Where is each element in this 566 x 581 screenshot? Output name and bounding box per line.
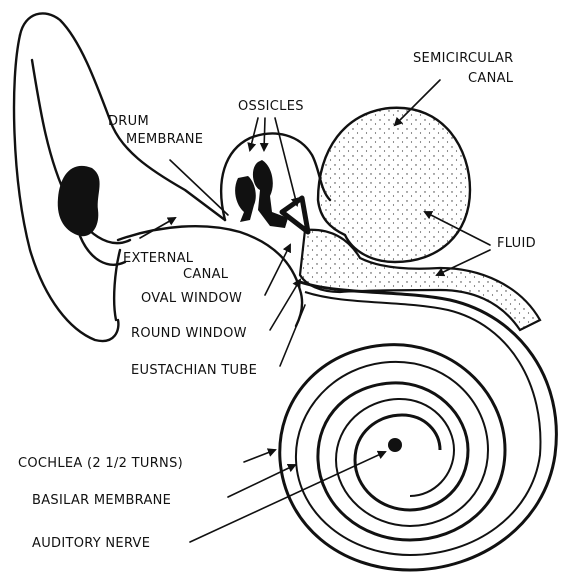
ossicles-shape (235, 160, 308, 232)
auditory-nerve-leader (190, 452, 385, 542)
ossicles-leader-2 (264, 118, 265, 150)
round-window-leader (270, 280, 300, 330)
oval-window-label: OVAL WINDOW (141, 291, 242, 306)
semicircular-label-line2: CANAL (468, 71, 514, 86)
semicircular-label-line1: SEMICIRCULAR (413, 51, 513, 66)
auditory-nerve-label: AUDITORY NERVE (32, 536, 150, 551)
drum-membrane-label-line1: DRUM (108, 114, 149, 129)
basilar-membrane-label: BASILAR MEMBRANE (32, 493, 171, 508)
fluid-label: FLUID (497, 236, 536, 251)
ossicles-label: OSSICLES (238, 99, 304, 114)
round-window-label: ROUND WINDOW (131, 326, 247, 341)
cochlea-label: COCHLEA (2 1/2 TURNS) (18, 456, 183, 471)
external-canal-label-line2: CANAL (183, 267, 229, 282)
cochlea-shape (280, 282, 557, 570)
external-canal-label-line1: EXTERNAL (123, 251, 194, 266)
cochlea-leader (244, 450, 275, 462)
drum-membrane-label-line2: MEMBRANE (126, 132, 203, 147)
ossicles-leader-1 (250, 118, 258, 150)
eustachian-tube-label: EUSTACHIAN TUBE (131, 363, 257, 378)
basilar-membrane-leader (228, 465, 295, 497)
eustachian-tube-leader (280, 305, 305, 366)
ossicles-leader-3 (275, 118, 297, 205)
